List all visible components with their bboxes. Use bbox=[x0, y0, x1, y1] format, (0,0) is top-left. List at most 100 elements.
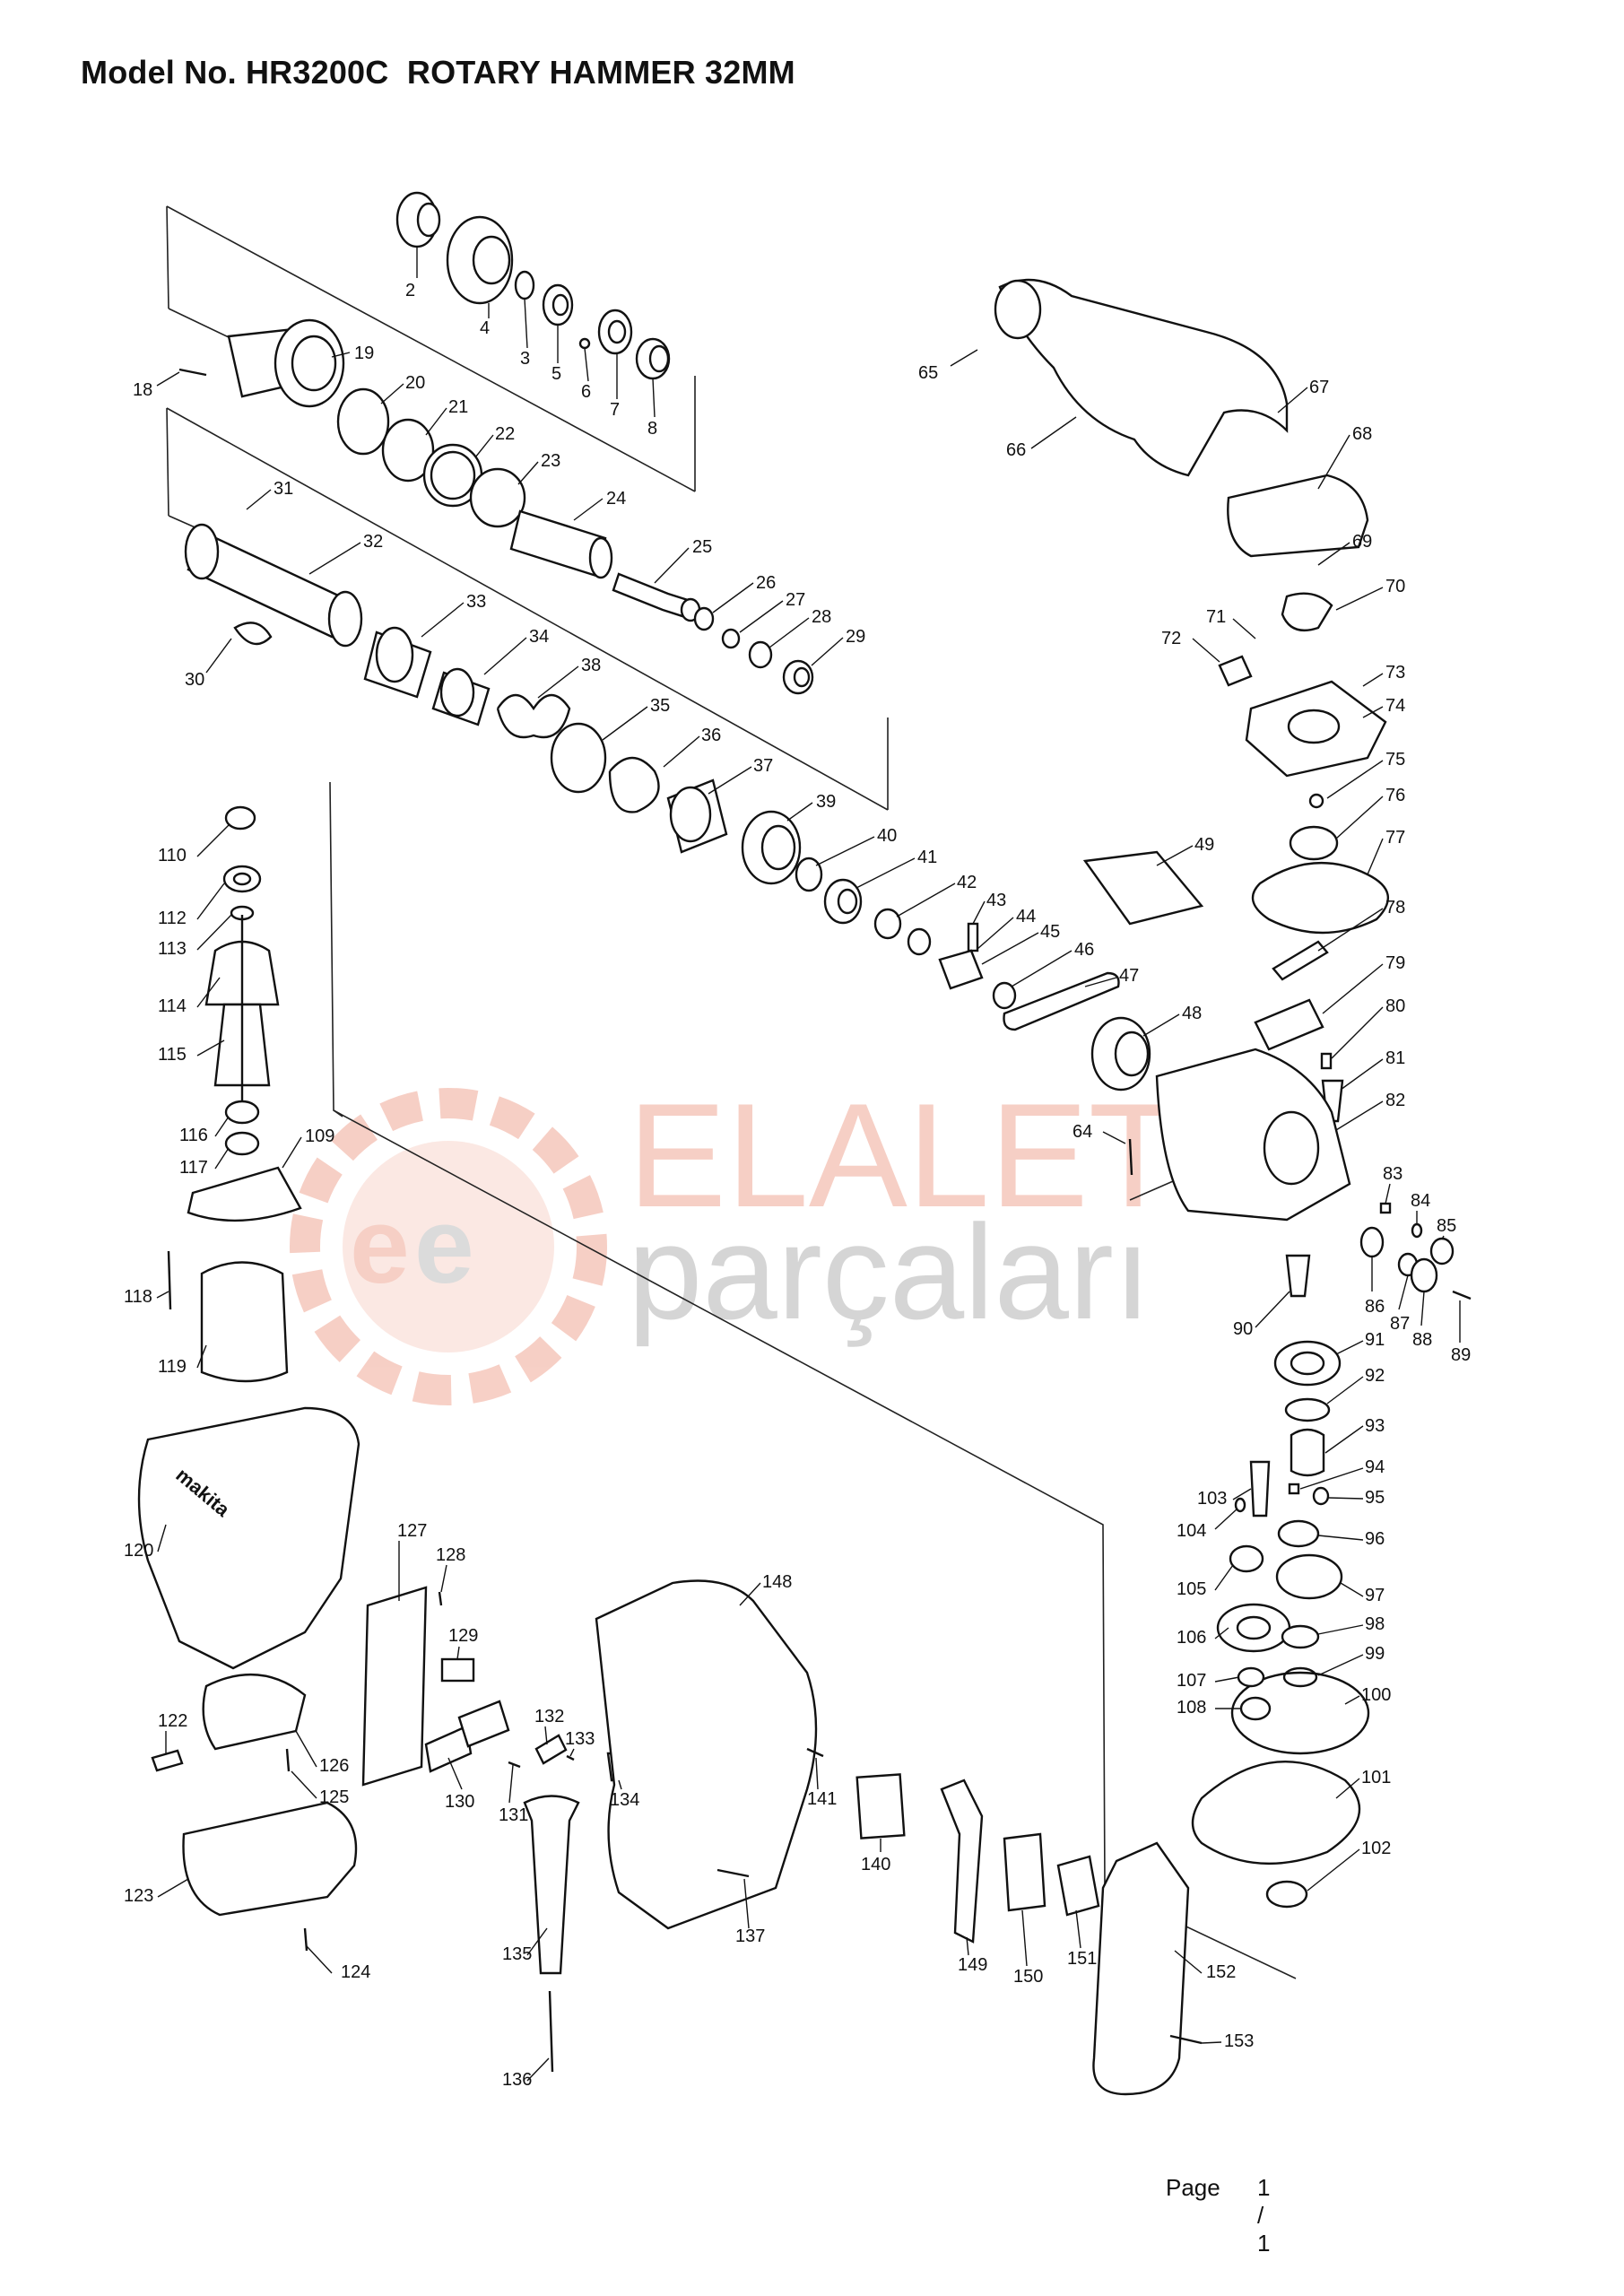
callout-93: 93 bbox=[1365, 1416, 1385, 1436]
callout-35: 35 bbox=[650, 696, 670, 716]
callout-107: 107 bbox=[1177, 1671, 1206, 1691]
page-label: Page bbox=[1166, 2174, 1220, 2201]
callout-114: 114 bbox=[158, 996, 187, 1016]
callout-30: 30 bbox=[185, 670, 204, 690]
callout-46: 46 bbox=[1074, 940, 1094, 960]
callout-3: 3 bbox=[520, 349, 530, 369]
callout-87: 87 bbox=[1390, 1314, 1410, 1334]
callout-105: 105 bbox=[1177, 1579, 1206, 1599]
callout-110: 110 bbox=[158, 846, 187, 865]
callout-88: 88 bbox=[1412, 1330, 1432, 1350]
callout-117: 117 bbox=[179, 1158, 208, 1178]
callout-43: 43 bbox=[986, 891, 1006, 910]
callout-126: 126 bbox=[319, 1756, 349, 1776]
callout-75: 75 bbox=[1385, 750, 1405, 770]
callout-118: 118 bbox=[124, 1287, 152, 1307]
callout-77: 77 bbox=[1385, 828, 1405, 848]
callout-91: 91 bbox=[1365, 1330, 1385, 1350]
callout-66: 66 bbox=[1006, 440, 1026, 460]
callout-132: 132 bbox=[534, 1707, 564, 1726]
callout-127: 127 bbox=[397, 1521, 427, 1541]
callout-119: 119 bbox=[158, 1357, 187, 1377]
callout-22: 22 bbox=[495, 424, 515, 444]
callout-27: 27 bbox=[786, 590, 805, 610]
callout-151: 151 bbox=[1067, 1949, 1097, 1969]
callout-23: 23 bbox=[541, 451, 560, 471]
callout-116: 116 bbox=[179, 1126, 208, 1145]
callout-150: 150 bbox=[1013, 1967, 1043, 1987]
watermark: e e ELALETİ parçaları bbox=[290, 1073, 1220, 1405]
callout-20: 20 bbox=[405, 373, 425, 393]
callout-83: 83 bbox=[1383, 1164, 1403, 1184]
callout-134: 134 bbox=[610, 1790, 639, 1810]
callout-115: 115 bbox=[158, 1045, 187, 1065]
callout-78: 78 bbox=[1385, 898, 1405, 918]
callout-42: 42 bbox=[957, 873, 977, 892]
callout-19: 19 bbox=[354, 344, 374, 363]
callout-106: 106 bbox=[1177, 1628, 1206, 1648]
callout-124: 124 bbox=[341, 1962, 370, 1982]
callout-45: 45 bbox=[1040, 922, 1060, 942]
callout-149: 149 bbox=[958, 1955, 987, 1975]
callout-97: 97 bbox=[1365, 1586, 1385, 1605]
callout-95: 95 bbox=[1365, 1488, 1385, 1508]
callout-28: 28 bbox=[812, 607, 831, 627]
callout-128: 128 bbox=[436, 1545, 465, 1565]
callout-131: 131 bbox=[499, 1805, 528, 1825]
callout-7: 7 bbox=[610, 400, 620, 420]
callout-21: 21 bbox=[448, 397, 468, 417]
callout-104: 104 bbox=[1177, 1521, 1206, 1541]
callout-98: 98 bbox=[1365, 1614, 1385, 1634]
callout-86: 86 bbox=[1365, 1297, 1385, 1317]
callout-74: 74 bbox=[1385, 696, 1405, 716]
callout-71: 71 bbox=[1206, 607, 1226, 627]
callout-81: 81 bbox=[1385, 1048, 1405, 1068]
callout-84: 84 bbox=[1411, 1191, 1430, 1211]
callout-73: 73 bbox=[1385, 663, 1405, 683]
callout-37: 37 bbox=[753, 756, 773, 776]
callout-31: 31 bbox=[274, 479, 293, 499]
callout-26: 26 bbox=[756, 573, 776, 593]
callout-4: 4 bbox=[480, 318, 490, 338]
callout-25: 25 bbox=[692, 537, 712, 557]
callout-112: 112 bbox=[158, 909, 187, 928]
callout-82: 82 bbox=[1385, 1091, 1405, 1110]
callout-41: 41 bbox=[917, 848, 937, 867]
callout-79: 79 bbox=[1385, 953, 1405, 973]
callout-2: 2 bbox=[405, 281, 415, 300]
callout-36: 36 bbox=[701, 726, 721, 745]
callout-99: 99 bbox=[1365, 1644, 1385, 1664]
callout-125: 125 bbox=[319, 1787, 349, 1807]
callout-141: 141 bbox=[807, 1789, 837, 1809]
callout-113: 113 bbox=[158, 939, 187, 959]
callout-40: 40 bbox=[877, 826, 897, 846]
callout-49: 49 bbox=[1194, 835, 1214, 855]
callout-39: 39 bbox=[816, 792, 836, 812]
callout-64: 64 bbox=[1073, 1122, 1092, 1142]
callout-109: 109 bbox=[305, 1126, 334, 1146]
callout-80: 80 bbox=[1385, 996, 1405, 1016]
callout-76: 76 bbox=[1385, 786, 1405, 805]
page-number: 1 / 1 bbox=[1257, 2174, 1271, 2257]
callout-90: 90 bbox=[1233, 1319, 1253, 1339]
callout-69: 69 bbox=[1352, 532, 1372, 552]
callout-137: 137 bbox=[735, 1926, 765, 1946]
callout-48: 48 bbox=[1182, 1004, 1202, 1023]
callout-32: 32 bbox=[363, 532, 383, 552]
callout-8: 8 bbox=[647, 419, 657, 439]
callout-153: 153 bbox=[1224, 2031, 1254, 2051]
callout-47: 47 bbox=[1119, 966, 1139, 986]
callout-122: 122 bbox=[158, 1711, 187, 1731]
callout-34: 34 bbox=[529, 627, 549, 647]
callout-65: 65 bbox=[918, 363, 938, 383]
callout-5: 5 bbox=[551, 364, 561, 384]
callout-102: 102 bbox=[1361, 1839, 1391, 1858]
callout-70: 70 bbox=[1385, 577, 1405, 596]
callout-96: 96 bbox=[1365, 1529, 1385, 1549]
svg-text:e: e bbox=[350, 1186, 410, 1306]
callout-133: 133 bbox=[565, 1729, 595, 1749]
callout-68: 68 bbox=[1352, 424, 1372, 444]
callout-136: 136 bbox=[502, 2070, 532, 2090]
callout-94: 94 bbox=[1365, 1457, 1385, 1477]
callout-89: 89 bbox=[1451, 1345, 1471, 1365]
